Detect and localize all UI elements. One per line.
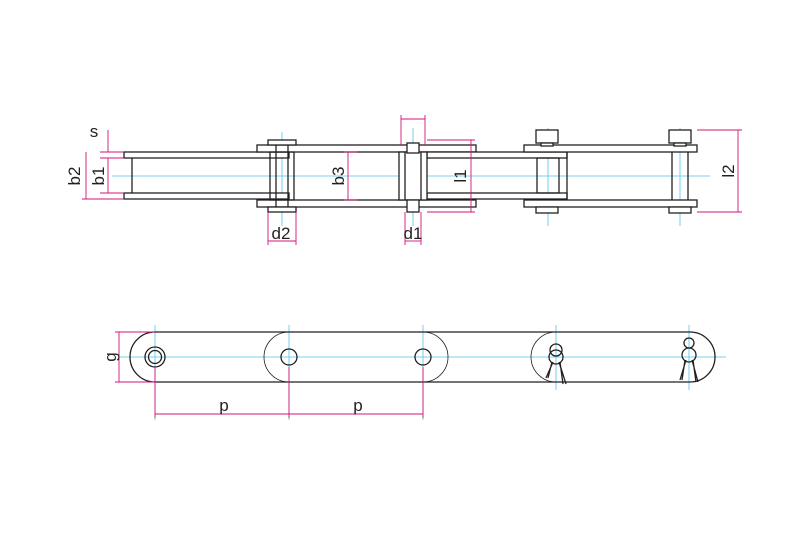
side-view-centerlines	[118, 325, 726, 420]
side-view: g p p	[101, 325, 726, 420]
dim-label-g: g	[101, 352, 120, 361]
dim-label-s: s	[90, 122, 99, 141]
dim-label-b1: b1	[89, 167, 108, 186]
dim-label-p-second: p	[353, 396, 362, 415]
dim-label-l1: l1	[451, 169, 470, 182]
dim-label-b2: b2	[65, 167, 84, 186]
side-view-labels: g p p	[101, 352, 363, 415]
dim-label-d2: d2	[272, 224, 291, 243]
top-view-labels: s b2 b1 b3 d2 d1 l1 l2	[65, 122, 738, 243]
cotter-pins	[545, 337, 699, 385]
dim-label-b3: b3	[329, 167, 348, 186]
side-view-dimensions	[115, 331, 424, 418]
top-view-dimensions	[82, 115, 742, 245]
top-view: s b2 b1 b3 d2 d1 l1 l2	[65, 115, 742, 245]
dim-label-l2: l2	[719, 164, 738, 177]
dim-label-p-first: p	[219, 396, 228, 415]
pins	[267, 129, 692, 214]
side-holes	[144, 346, 432, 368]
dim-label-d1: d1	[404, 224, 423, 243]
side-plates	[129, 331, 716, 383]
outer-plates	[123, 144, 698, 208]
